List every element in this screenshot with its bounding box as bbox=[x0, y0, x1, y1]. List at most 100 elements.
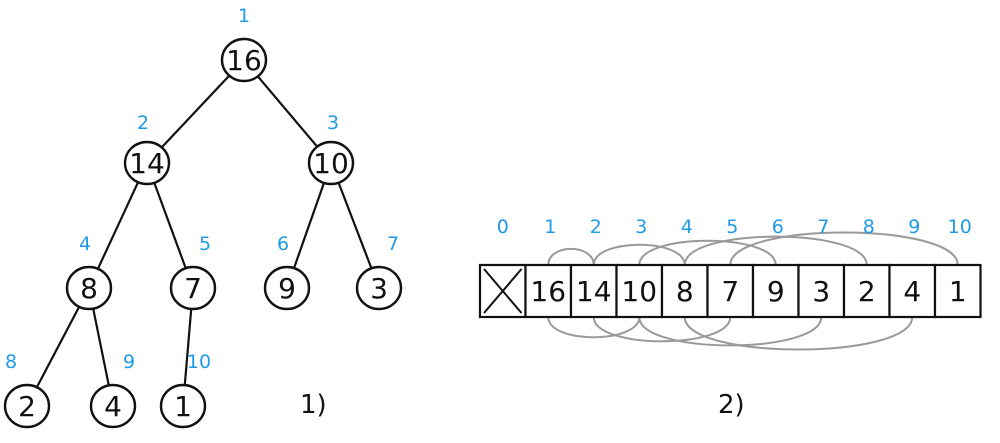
array-cell-box bbox=[751, 263, 800, 319]
tree-edge bbox=[183, 308, 193, 386]
tree-node-circle bbox=[355, 265, 403, 311]
array-index-label: 3 bbox=[635, 216, 647, 238]
array-link-arc bbox=[592, 243, 686, 266]
tree-node-circle bbox=[123, 140, 171, 186]
array-cell-box bbox=[615, 263, 664, 319]
array-index-label: 0 bbox=[497, 216, 509, 238]
tree-node-value: 2 bbox=[18, 390, 36, 423]
array-index-label: 2 bbox=[590, 216, 602, 238]
tree-node-index: 7 bbox=[387, 233, 399, 255]
array-cell: 14 bbox=[569, 263, 618, 319]
array-link-arc bbox=[683, 316, 914, 351]
tree-node: 37 bbox=[355, 233, 403, 311]
tree-node: 14 2 bbox=[123, 112, 171, 186]
tree-node-circle bbox=[65, 265, 113, 311]
tree-node-index: 8 bbox=[5, 351, 17, 373]
tree-node-circle bbox=[307, 140, 355, 186]
tree-node-index: 2 bbox=[137, 112, 149, 134]
tree-node-index: 3 bbox=[327, 112, 339, 134]
tree-node-value: 16 bbox=[226, 44, 262, 77]
tree-node-value: 3 bbox=[370, 272, 388, 305]
array-cell-box bbox=[706, 263, 755, 319]
tree-node-circle bbox=[3, 383, 51, 429]
array-cell-box bbox=[933, 263, 982, 319]
array-links bbox=[547, 231, 959, 351]
array-link-arc bbox=[592, 316, 732, 343]
tree-node-circle bbox=[220, 37, 268, 83]
tree-node-index: 9 bbox=[123, 351, 135, 373]
array-cell-box bbox=[842, 263, 891, 319]
tree-edge bbox=[92, 308, 110, 386]
tree-node-index: 4 bbox=[79, 233, 91, 255]
array-cell-empty bbox=[478, 263, 527, 319]
tree-node-circle bbox=[263, 265, 311, 311]
tree-node-value: 8 bbox=[80, 272, 98, 305]
tree-node-value: 10 bbox=[313, 147, 349, 180]
array-cell-box bbox=[888, 263, 937, 319]
array-cell: 1 bbox=[933, 263, 982, 319]
tree-edge bbox=[160, 74, 231, 149]
array-cell-value: 9 bbox=[767, 275, 785, 308]
array-index-label: 5 bbox=[726, 216, 738, 238]
tree-node-value: 4 bbox=[104, 390, 122, 423]
array-index-label: 1 bbox=[544, 216, 556, 238]
array-cell: 10 bbox=[615, 263, 664, 319]
array-index-label: 10 bbox=[948, 216, 972, 238]
array-index-label: 6 bbox=[772, 216, 784, 238]
array-link-arc bbox=[638, 316, 823, 347]
tree-edges bbox=[36, 74, 373, 388]
tree-node: 10 3 bbox=[307, 112, 355, 186]
tree-node: 28 bbox=[3, 351, 51, 429]
array-index-label: 7 bbox=[817, 216, 829, 238]
array-link-arc bbox=[729, 231, 959, 266]
tree-node: 110 bbox=[159, 351, 211, 429]
tree-edge bbox=[153, 182, 187, 269]
cross-mark bbox=[483, 268, 523, 314]
array-cell-box bbox=[569, 263, 618, 319]
array-link-arc bbox=[638, 239, 777, 266]
tree-node: 49 bbox=[89, 351, 137, 429]
array-index-label: 8 bbox=[863, 216, 875, 238]
array-cell-box bbox=[797, 263, 846, 319]
tree-edge bbox=[257, 75, 318, 148]
array-indices: 0 1 2 3 4 5 6 7 8 9 10 bbox=[497, 216, 972, 238]
array-cell: 8 bbox=[660, 263, 709, 319]
tree-node-value: 1 bbox=[174, 390, 192, 423]
tree-node-value: 7 bbox=[184, 272, 202, 305]
array-cell-value: 3 bbox=[812, 275, 830, 308]
tree-node-index: 1 bbox=[238, 5, 250, 27]
array-caption: 2) bbox=[718, 390, 745, 420]
tree-node: 84 bbox=[65, 233, 113, 311]
array-cell: 16 bbox=[524, 263, 573, 319]
tree-node: 16 1 bbox=[220, 5, 268, 83]
array-link-arc bbox=[547, 247, 595, 266]
tree-node-circle bbox=[89, 383, 137, 429]
tree-node-index: 6 bbox=[277, 233, 289, 255]
array-cell-value: 1 bbox=[949, 275, 967, 308]
array-link-arc bbox=[683, 235, 868, 266]
array-cell-value: 16 bbox=[530, 275, 566, 308]
array-link-arc bbox=[547, 316, 641, 339]
array-cell: 7 bbox=[706, 263, 755, 319]
array-cell-value: 8 bbox=[676, 275, 694, 308]
tree-edge bbox=[337, 182, 373, 269]
array-cell-box bbox=[660, 263, 709, 319]
array-cell: 9 bbox=[751, 263, 800, 319]
array-cell-value: 4 bbox=[903, 275, 921, 308]
array-index-label: 4 bbox=[681, 216, 693, 238]
tree-edge bbox=[36, 306, 80, 388]
array-cell: 3 bbox=[797, 263, 846, 319]
tree-node: 75 bbox=[169, 233, 217, 311]
array-cell-value: 14 bbox=[576, 275, 612, 308]
array-cell: 2 bbox=[842, 263, 891, 319]
tree-node-value: 14 bbox=[129, 147, 165, 180]
array-index-label: 9 bbox=[908, 216, 920, 238]
tree-caption: 1) bbox=[300, 390, 327, 420]
tree-node-circle bbox=[169, 265, 217, 311]
tree-node: 96 bbox=[263, 233, 311, 311]
tree-edge bbox=[293, 182, 325, 269]
tree-node-value: 9 bbox=[278, 272, 296, 305]
